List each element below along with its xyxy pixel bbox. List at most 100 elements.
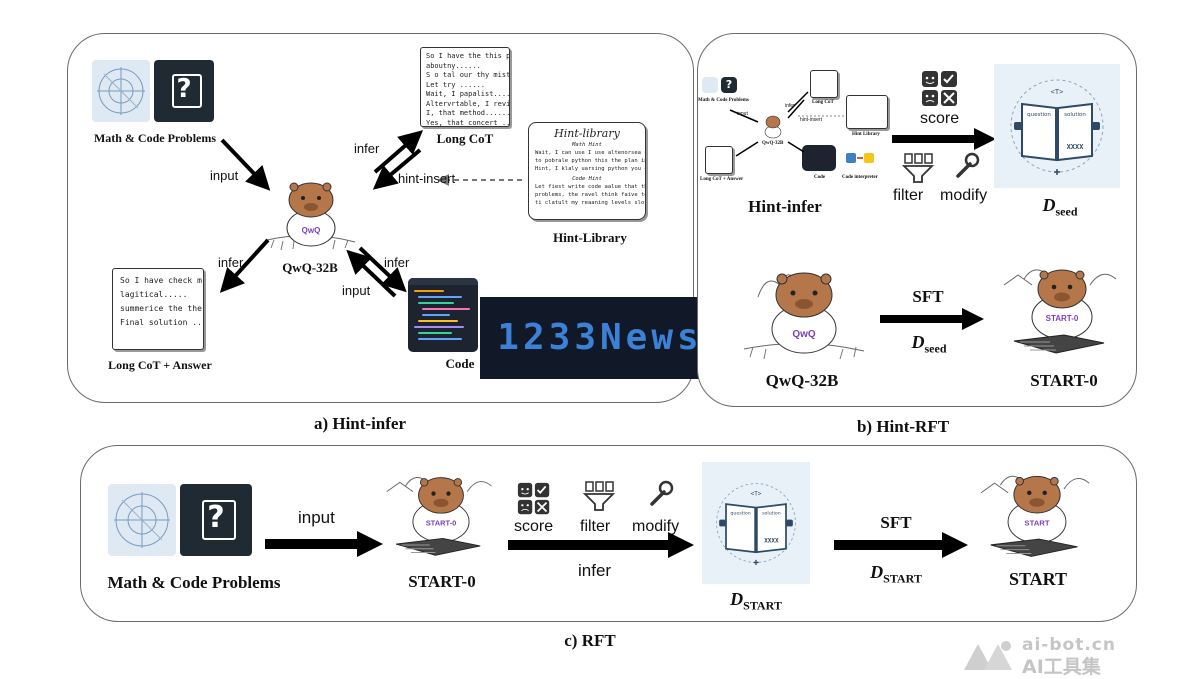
hint-infer-label: Hint-infer [748,197,822,216]
start0-shirt-text: START-0 [1046,314,1079,323]
mini-interpreter-label: Code interpreter [842,175,878,180]
arrow-input-c [265,531,383,557]
arrow-long-cot-to-model [372,148,422,190]
dstart-dataset-book: <T> question solution XXXX [702,462,810,584]
question-mark-icon-c: ? [207,500,225,535]
mini-code-window [802,145,836,171]
infer-label-c: infer [578,561,612,580]
svg-text:solution: solution [1064,112,1086,118]
mini-question-icon: ? [725,78,733,91]
mini-long-cot-note [810,70,838,98]
sft-label-b: SFT [912,287,944,306]
arrow-input-to-model [220,138,271,191]
code-problem-thumbnail: ? [154,60,214,122]
svg-text:<T>: <T> [751,491,762,498]
mini-interpreter-icon [846,153,874,163]
dseed-label: Dseed [1042,195,1078,219]
panel-rft [80,445,1137,622]
start0-mascot-illustration: START-0 [1003,269,1117,354]
dstart-label-c: DSTART [730,589,782,613]
svg-text:solution: solution [762,510,781,516]
mini-long-cot-label: Long CoT [812,100,834,105]
arrow-to-dseed [892,128,996,150]
svg-text:question: question [730,510,750,516]
mini-input-label: input [737,111,748,117]
hint-library-scroll: Hint-library Math Hint Wait, I can use I… [528,122,646,220]
mini-model-label: QwQ-32B [762,141,784,146]
edge-infer-left-label: infer [218,255,244,270]
math-code-problems-label-c: Math & Code Problems [107,573,281,592]
modify-icon [956,152,980,178]
svg-text:XXXX: XXXX [1067,143,1085,151]
edge-input-right-label: input [342,283,371,298]
code-label: Code [445,356,475,371]
mini-hint-insert-label: hint-insert [800,117,822,123]
arrow-model-to-long-cot [373,130,424,174]
news-overlay-banner: 1233News [480,297,720,379]
score-label: score [920,110,960,127]
long-cot-note: So I have the this problem..aboutny.....… [420,47,510,127]
mini-math-thumbnail [702,77,718,93]
dstart-label-c2: DSTART [870,562,922,586]
watermark-text: AI工具集 [1022,656,1101,678]
modify-icon-c [650,480,674,506]
svg-text:<T>: <T> [1051,88,1064,96]
filter-icon-c [582,481,616,511]
mini-mascot-illustration [764,115,782,139]
sft-label-c: SFT [880,513,912,532]
watermark-logo-icon [964,641,1012,670]
start0-mascot-illustration-c: START-0 [386,477,492,556]
mini-code-thumbnail: ? [721,77,737,93]
caption-hint-infer: a) Hint-infer [313,414,407,433]
start-shirt-text: START [1024,519,1049,528]
mini-long-cot-answer-label: Long CoT + Answer [700,177,744,182]
watermark-url: ai-bot.cn [1022,635,1116,655]
panel-a-arrows [219,130,522,298]
edge-input-label: input [210,168,239,183]
mini-arrows [729,91,844,157]
dseed-label-b: Dseed [911,332,947,356]
qwq-mascot-large: QwQ [743,272,865,360]
start-mascot-illustration: START [980,475,1090,557]
mini-answer-note [705,146,733,174]
score-label-c: score [514,518,554,535]
input-label-c: input [298,508,335,527]
edge-infer-top-label: infer [354,141,380,156]
start0-label-c: START-0 [408,572,476,591]
modify-label: modify [940,187,988,204]
question-mark-icon: ? [176,74,192,104]
code-editor-window [408,278,478,352]
arrow-infer-c [508,532,694,558]
edge-hint-insert-label: hint-insert [398,171,456,186]
start0-shirt-text-c: START-0 [426,518,457,527]
arrow-sft-b [880,308,984,330]
code-problem-thumbnail-c: ? [180,484,252,556]
filter-label-c: filter [580,518,611,535]
qwq-32b-label: QwQ-32B [282,260,338,275]
mini-code-label: Code [814,175,826,180]
mascot-shirt-text: QwQ [302,226,321,235]
mini-hint-library [846,95,888,129]
arrow-code-to-model [346,249,397,298]
long-cot-answer-label: Long CoT + Answer [108,358,212,372]
qwq-32b-label-b: QwQ-32B [765,371,839,390]
qwq-mascot-illustration: QwQ [266,182,356,251]
start-label-c: START [1008,569,1068,589]
modify-label-c: modify [632,518,680,535]
score-icon-c [517,482,550,515]
caption-rft: c) RFT [564,631,616,650]
math-problem-thumbnail [92,60,150,122]
edge-infer-right-label: infer [384,255,410,270]
mini-infer-label: infer [785,103,795,109]
math-problem-thumbnail-c [108,484,176,556]
mascot-shirt-text-large: QwQ [792,329,816,340]
long-cot-label: Long CoT [436,131,494,146]
mini-hint-library-label: Hint Library [852,132,880,137]
svg-text:XXXX: XXXX [764,538,779,545]
mini-problems-label: Math & Code Problems [698,98,749,103]
score-icon [922,71,957,106]
arrow-sft-c [834,532,968,558]
arrow-model-to-answer [219,238,270,293]
dseed-dataset-book: <T> question solution XXXX [994,64,1120,188]
